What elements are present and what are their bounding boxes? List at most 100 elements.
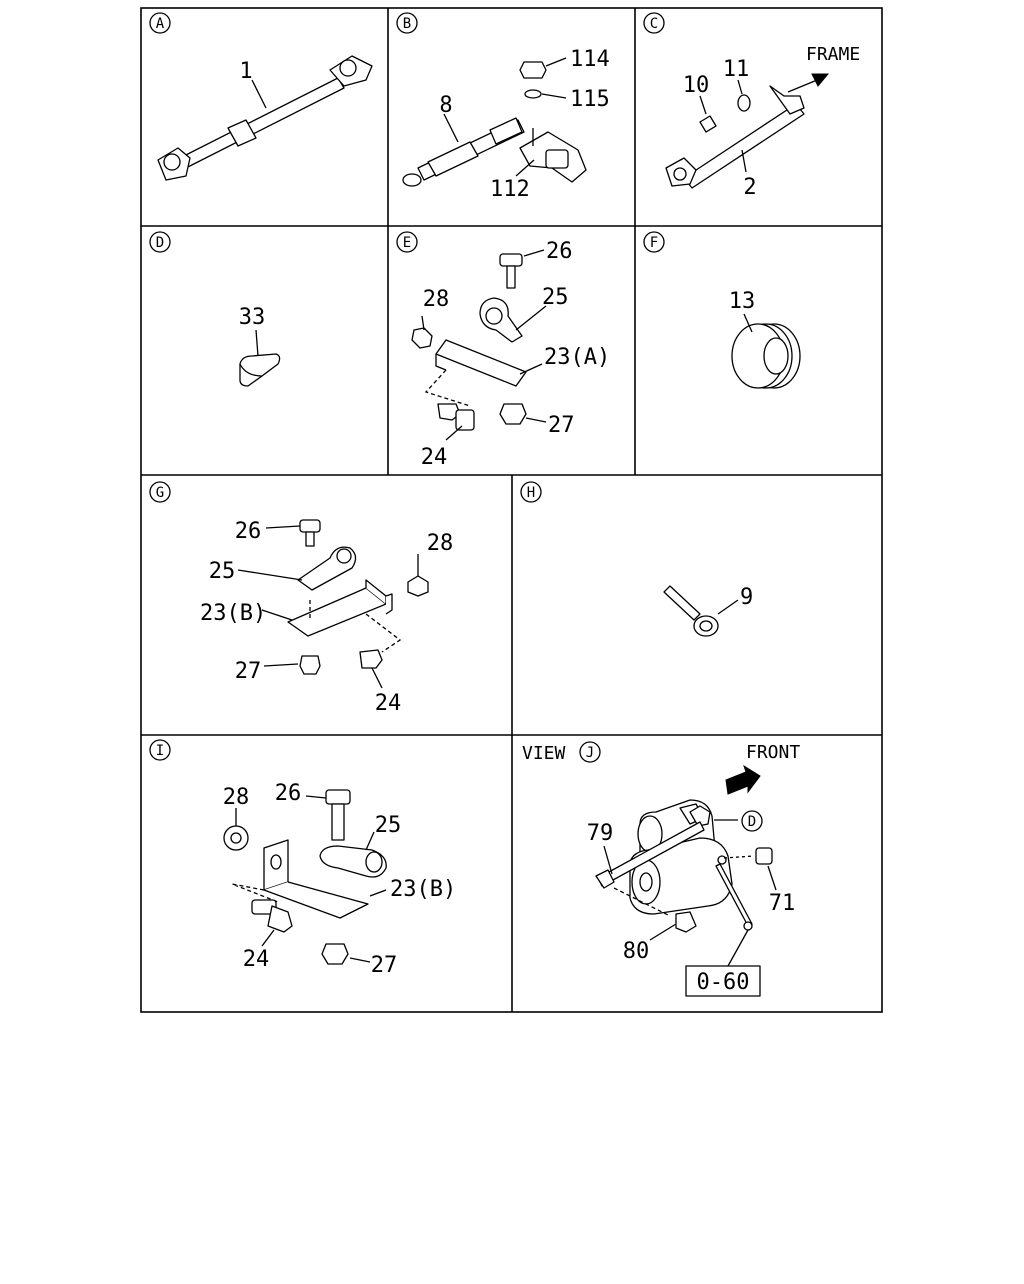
part-number-label: 27 <box>371 953 398 978</box>
svg-text:G: G <box>156 485 164 501</box>
panel-i: I 28 26 25 23(B) 24 27 <box>149 739 456 978</box>
part-number-label: 71 <box>769 891 796 916</box>
leader-line <box>767 865 777 891</box>
leader-line <box>743 313 753 333</box>
positive-cable-drawing <box>402 61 587 187</box>
part-number-label: 79 <box>587 821 614 846</box>
leader-line <box>541 93 567 99</box>
starter-motor-drawing <box>595 799 773 933</box>
battery-cable-drawing <box>157 55 373 181</box>
part-number-label: 114 <box>570 47 610 72</box>
part-number-label: 112 <box>490 177 530 202</box>
leader-line <box>369 889 387 897</box>
part-number-label: 26 <box>235 519 262 544</box>
part-number-label: 10 <box>683 73 710 98</box>
part-number-label: 25 <box>209 559 236 584</box>
part-number-label: 27 <box>548 413 575 438</box>
part-number-label: 9 <box>740 585 753 610</box>
leader-line <box>515 305 547 331</box>
frame-arrow <box>787 73 830 93</box>
panel-letter-badge: J <box>579 741 601 763</box>
leader-line <box>649 923 677 941</box>
leader-line <box>251 79 267 109</box>
front-direction-label: FRONT <box>746 742 800 763</box>
callout-badge: D <box>741 810 763 832</box>
leader-line <box>237 569 303 581</box>
part-number-label: 33 <box>239 305 266 330</box>
panel-j: VIEW J FRONT D <box>522 741 800 997</box>
grommet-drawing <box>731 323 801 389</box>
svg-text:A: A <box>156 16 165 32</box>
leader-line <box>717 599 739 615</box>
panel-letter-badge: E <box>396 231 418 253</box>
part-number-label: 28 <box>223 785 250 810</box>
part-number-label: 2 <box>743 175 756 200</box>
panel-e: E 26 25 28 23(A) 27 24 <box>396 231 610 470</box>
part-number-label: 26 <box>546 239 573 264</box>
leader-line <box>603 845 613 875</box>
leader-line <box>727 929 749 967</box>
leader-line <box>443 113 459 143</box>
part-number-label: 23(B) <box>200 601 266 626</box>
svg-text:C: C <box>650 16 658 32</box>
svg-text:I: I <box>156 743 164 759</box>
part-number-label: 1 <box>239 59 252 84</box>
leader-line <box>261 609 293 621</box>
panel-letter-badge: I <box>149 739 171 761</box>
leader-line <box>519 363 543 375</box>
leader-line <box>421 315 425 331</box>
leader-line <box>525 417 547 423</box>
part-number-label: 8 <box>439 93 452 118</box>
part-number-label: 23(B) <box>390 877 456 902</box>
panel-h: H 9 <box>520 481 753 637</box>
svg-text:0-60: 0-60 <box>697 970 750 995</box>
frame-direction-label: FRAME <box>806 44 860 65</box>
leader-line <box>737 79 743 95</box>
terminal-cap-drawing <box>239 353 281 387</box>
leader-line <box>515 159 535 177</box>
part-number-label: 80 <box>623 939 650 964</box>
panel-c: C FRAME 10 11 2 <box>643 12 860 200</box>
front-arrow-icon <box>725 764 761 795</box>
bracket-assembly-drawing <box>223 789 387 965</box>
panel-a: A 1 <box>149 12 373 181</box>
part-number-label: 24 <box>243 947 270 972</box>
panel-letter-badge: H <box>520 481 542 503</box>
leader-line <box>545 57 567 67</box>
leader-line <box>445 425 463 441</box>
leader-line <box>305 795 327 799</box>
svg-text:E: E <box>403 235 411 251</box>
svg-text:D: D <box>748 814 756 830</box>
part-number-label: 25 <box>375 813 402 838</box>
part-number-label: 27 <box>235 659 262 684</box>
part-number-label: 115 <box>570 87 610 112</box>
part-number-label: 11 <box>723 57 750 82</box>
panel-letter-badge: D <box>149 231 171 253</box>
bracket-assembly-drawing <box>411 253 527 431</box>
cable-clamp-drawing <box>663 585 719 637</box>
part-number-label: 13 <box>729 289 756 314</box>
panel-letter-badge: A <box>149 12 171 34</box>
panel-f: F 13 <box>643 231 801 389</box>
panel-letter-badge: C <box>643 12 665 34</box>
leader-line <box>699 95 707 115</box>
leader-line <box>523 249 545 257</box>
part-number-label: 28 <box>423 287 450 312</box>
reference-box: 0-60 <box>685 965 761 997</box>
part-number-label: 24 <box>375 691 402 716</box>
part-number-label: 23(A) <box>544 345 610 370</box>
leader-line <box>365 831 375 851</box>
part-number-label: 28 <box>427 531 454 556</box>
svg-text:F: F <box>650 235 658 251</box>
panel-letter-badge: F <box>643 231 665 253</box>
panel-letter-badge: B <box>396 12 418 34</box>
part-number-label: 24 <box>421 445 448 470</box>
part-number-label: 25 <box>542 285 569 310</box>
leader-line <box>371 667 383 689</box>
leader-line <box>261 929 275 947</box>
panel-grid <box>140 7 883 1013</box>
leader-line <box>265 525 301 529</box>
leader-line <box>263 663 299 667</box>
panel-d: D 33 <box>149 231 281 387</box>
